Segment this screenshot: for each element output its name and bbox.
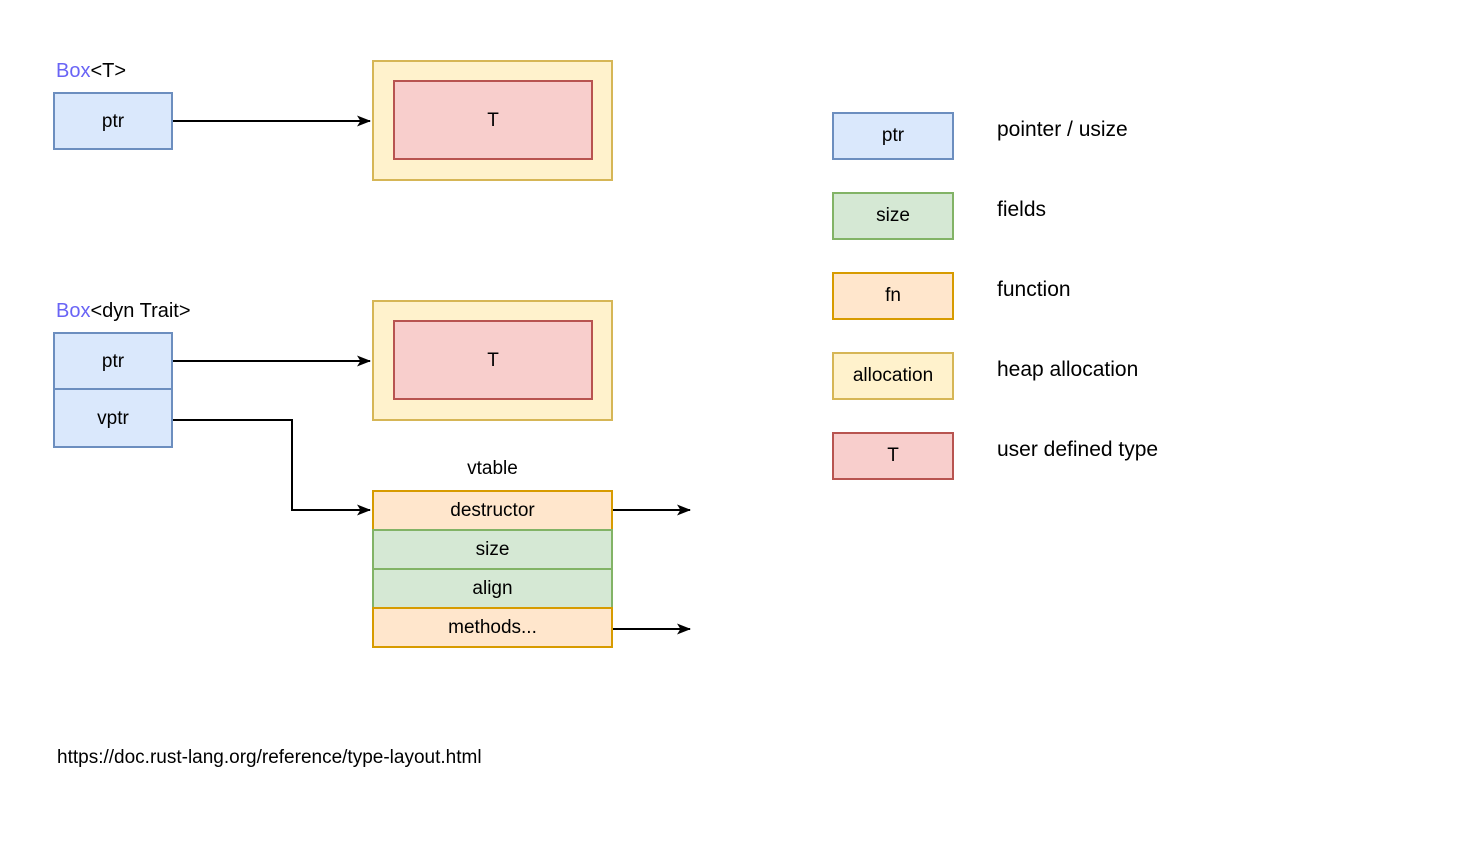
vtable-row-label: destructor <box>450 499 535 521</box>
legend-desc-type: user defined type <box>997 438 1159 461</box>
legend-desc-fn: function <box>997 278 1071 301</box>
legend-swatch-label: allocation <box>852 365 934 386</box>
box-dyn-value-cell: T <box>393 320 593 400</box>
box-dyn-ptr-label: ptr <box>101 350 125 372</box>
legend-swatch-label: ptr <box>881 125 905 146</box>
vtable-row-align: align <box>372 568 613 609</box>
vtable-row-label: size <box>475 538 510 560</box>
legend-desc-allocation: heap allocation <box>997 358 1139 381</box>
vptr-to-vtable-arrow <box>173 419 371 516</box>
legend-desc-pointer: pointer / usize <box>997 118 1128 141</box>
source-url-text: https://doc.rust-lang.org/reference/type… <box>57 747 482 768</box>
legend-swatch-label: T <box>887 445 899 466</box>
box-keyword: Box <box>56 60 91 82</box>
vtable-title: vtable <box>467 458 518 479</box>
legend-swatch-label: size <box>876 205 910 226</box>
box-dyn-ptr-cell: ptr <box>53 332 173 390</box>
box-dyn-title: Box<dyn Trait> <box>56 300 191 323</box>
legend-swatch-fields: size <box>832 192 954 240</box>
legend-swatch-fn: fn <box>832 272 954 320</box>
box-dyn-type-params: <dyn Trait> <box>90 300 191 322</box>
box-dyn-vptr-cell: vptr <box>53 388 173 448</box>
legend-swatch-label: fn <box>885 285 901 306</box>
box-t-ptr-cell: ptr <box>53 92 173 150</box>
vtable-row-label: align <box>472 577 513 599</box>
box-t-value-label: T <box>487 109 499 131</box>
legend-swatch-type: T <box>832 432 954 480</box>
vtable-row-label: methods... <box>448 616 537 638</box>
vtable-row-methods: methods... <box>372 607 613 648</box>
legend-desc-fields: fields <box>997 198 1047 221</box>
box-t-value-cell: T <box>393 80 593 160</box>
vtable: destructor size align methods... <box>372 490 613 648</box>
box-dyn-vptr-label: vptr <box>97 407 129 429</box>
legend-swatch-allocation: allocation <box>832 352 954 400</box>
legend-swatch-pointer: ptr <box>832 112 954 160</box>
box-keyword: Box <box>56 300 91 322</box>
vtable-row-destructor: destructor <box>372 490 613 531</box>
box-dyn-value-label: T <box>487 349 499 371</box>
box-t-type-params: <T> <box>90 60 127 82</box>
vtable-row-size: size <box>372 529 613 570</box>
box-t-ptr-label: ptr <box>101 110 125 132</box>
box-t-title: Box<T> <box>56 60 126 83</box>
